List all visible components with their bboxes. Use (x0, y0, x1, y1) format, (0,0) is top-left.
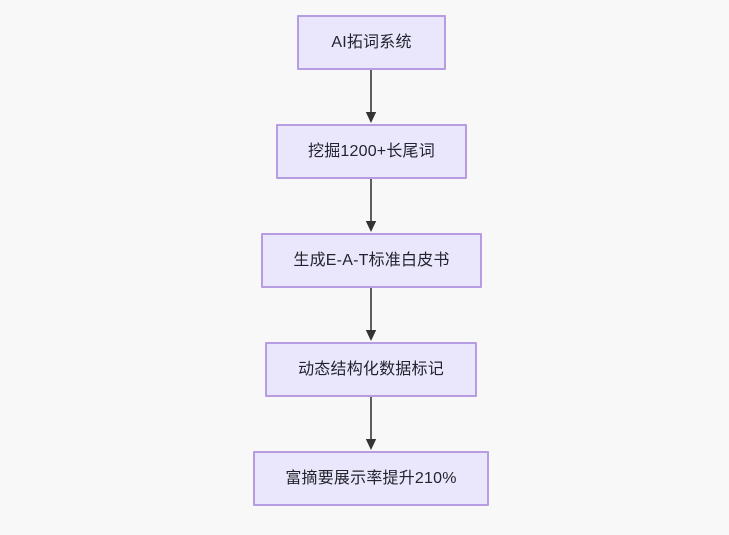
flow-node-label: 生成E-A-T标准白皮书 (293, 251, 450, 269)
flow-node-label: 动态结构化数据标记 (298, 360, 444, 378)
flow-node-ai-keyword-system[interactable]: AI拓词系统 (297, 15, 446, 70)
flow-node-mine-longtail-keywords[interactable]: 挖掘1200+长尾词 (276, 124, 467, 179)
flow-node-generate-eat-whitepaper[interactable]: 生成E-A-T标准白皮书 (261, 233, 482, 288)
connector-arrow-2 (364, 179, 378, 233)
flow-node-rich-snippet-impression-uplift[interactable]: 富摘要展示率提升210% (253, 451, 489, 506)
connector-arrow-4 (364, 397, 378, 451)
flow-node-dynamic-structured-data-markup[interactable]: 动态结构化数据标记 (265, 342, 477, 397)
flow-node-label: 挖掘1200+长尾词 (308, 142, 435, 160)
connector-arrow-1 (364, 70, 378, 124)
flow-node-label: AI拓词系统 (331, 33, 412, 51)
flow-node-label: 富摘要展示率提升210% (285, 469, 457, 487)
connector-arrow-3 (364, 288, 378, 342)
